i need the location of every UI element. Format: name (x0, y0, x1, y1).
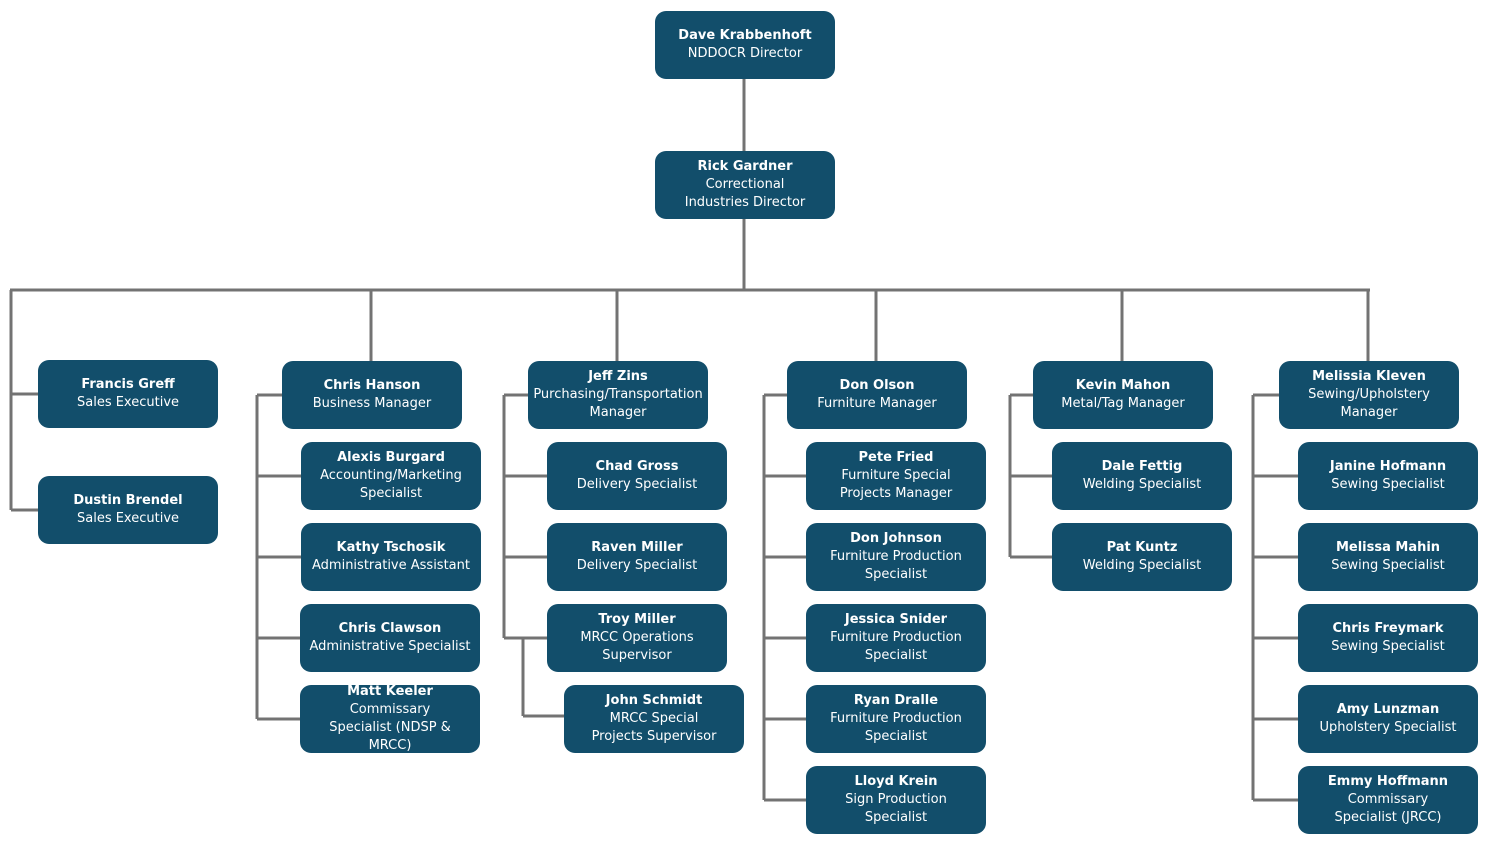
node-title: Furniture Production Specialist (830, 711, 962, 744)
node-name: Emmy Hoffmann (1327, 774, 1449, 789)
node-name: Kathy Tschosik (336, 540, 446, 555)
node-name: Chris Clawson (338, 621, 442, 636)
node-name: Janine Hofmann (1329, 459, 1447, 474)
node-title: Welding Specialist (1082, 477, 1202, 492)
node-sewing-staff: Melissa Mahin Sewing Specialist (1298, 523, 1478, 591)
node-title: Administrative Assistant (312, 558, 470, 573)
node-purchasing-staff: Raven Miller Delivery Specialist (547, 523, 727, 591)
node-title: Furniture Production Specialist (830, 630, 962, 663)
node-title: Metal/Tag Manager (1061, 396, 1185, 411)
node-name: Dave Krabbenhoft (678, 28, 812, 43)
node-business-staff: Chris Clawson Administrative Specialist (300, 604, 480, 672)
node-purchasing-sub: John Schmidt MRCC Special Projects Super… (564, 685, 744, 753)
node-title: Commissary Specialist (JRCC) (1334, 792, 1442, 825)
node-name: John Schmidt (605, 693, 703, 708)
node-title: Sales Executive (76, 395, 180, 410)
node-business-staff: Matt Keeler Commissary Specialist (NDSP … (300, 684, 480, 753)
node-sales-executive: Dustin Brendel Sales Executive (38, 476, 218, 544)
node-name: Jessica Snider (844, 612, 948, 627)
node-title: Welding Specialist (1082, 558, 1202, 573)
node-name: Chris Hanson (323, 378, 421, 393)
node-title: Sales Executive (76, 511, 180, 526)
node-name: Lloyd Krein (854, 774, 938, 789)
node-director-ci: Rick Gardner Correctional Industries Dir… (655, 151, 835, 219)
node-name: Kevin Mahon (1075, 378, 1171, 393)
node-name: Don Johnson (850, 531, 942, 546)
node-title: Sewing Specialist (1331, 558, 1445, 573)
node-name: Matt Keeler (347, 684, 433, 699)
node-sewing-staff: Janine Hofmann Sewing Specialist (1298, 442, 1478, 510)
node-name: Dustin Brendel (73, 493, 183, 508)
node-title: Administrative Specialist (309, 639, 471, 654)
node-business-staff: Kathy Tschosik Administrative Assistant (301, 523, 481, 591)
node-name: Rick Gardner (697, 159, 793, 174)
node-furniture-staff: Lloyd Krein Sign Production Specialist (806, 766, 986, 834)
node-title: Furniture Special Projects Manager (839, 468, 953, 501)
node-purchasing-staff: Chad Gross Delivery Specialist (547, 442, 727, 510)
node-name: Raven Miller (591, 540, 683, 555)
node-furniture-staff: Don Johnson Furniture Production Special… (806, 523, 986, 591)
node-title: Sewing Specialist (1331, 639, 1445, 654)
node-title: Delivery Specialist (576, 558, 698, 573)
node-furniture-staff: Jessica Snider Furniture Production Spec… (806, 604, 986, 672)
node-name: Pat Kuntz (1106, 540, 1178, 555)
node-name: Don Olson (839, 378, 915, 393)
node-name: Ryan Dralle (853, 693, 939, 708)
node-metal-staff: Pat Kuntz Welding Specialist (1052, 523, 1232, 591)
node-sewing-staff: Chris Freymark Sewing Specialist (1298, 604, 1478, 672)
node-title: MRCC Operations Supervisor (580, 630, 694, 663)
node-title: Furniture Production Specialist (830, 549, 962, 582)
node-metal-staff: Dale Fettig Welding Specialist (1052, 442, 1232, 510)
node-name: Melissia Kleven (1312, 369, 1426, 384)
node-furniture-staff: Ryan Dralle Furniture Production Special… (806, 685, 986, 753)
node-business-manager: Chris Hanson Business Manager (282, 361, 462, 429)
node-name: Pete Fried (858, 450, 934, 465)
node-business-staff: Alexis Burgard Accounting/Marketing Spec… (301, 442, 481, 510)
node-name: Chris Freymark (1332, 621, 1444, 636)
node-title: NDDOCR Director (687, 46, 803, 61)
node-name: Chad Gross (595, 459, 679, 474)
node-purchasing-manager: Jeff Zins Purchasing/Transportation Mana… (528, 361, 708, 429)
node-furniture-manager: Don Olson Furniture Manager (787, 361, 967, 429)
node-title: Commissary Specialist (NDSP & MRCC) (329, 702, 451, 753)
node-title: Correctional Industries Director (684, 177, 806, 210)
node-sales-executive: Francis Greff Sales Executive (38, 360, 218, 428)
node-name: Alexis Burgard (337, 450, 445, 465)
node-name: Amy Lunzman (1336, 702, 1440, 717)
node-sewing-staff: Amy Lunzman Upholstery Specialist (1298, 685, 1478, 753)
node-title: Sewing/Upholstery Manager (1308, 387, 1430, 420)
node-title: Delivery Specialist (576, 477, 698, 492)
node-name: Dale Fettig (1101, 459, 1183, 474)
node-director-nddocr: Dave Krabbenhoft NDDOCR Director (655, 11, 835, 79)
node-title: Sign Production Specialist (845, 792, 947, 825)
node-metal-manager: Kevin Mahon Metal/Tag Manager (1033, 361, 1213, 429)
node-title: Business Manager (312, 396, 432, 411)
node-title: Sewing Specialist (1331, 477, 1445, 492)
node-sewing-staff: Emmy Hoffmann Commissary Specialist (JRC… (1298, 766, 1478, 834)
node-title: Upholstery Specialist (1319, 720, 1457, 735)
node-name: Melissa Mahin (1335, 540, 1441, 555)
node-title: Purchasing/Transportation Manager (533, 387, 703, 420)
node-furniture-staff: Pete Fried Furniture Special Projects Ma… (806, 442, 986, 510)
node-title: Furniture Manager (817, 396, 937, 411)
node-title: MRCC Special Projects Supervisor (591, 711, 717, 744)
node-title: Accounting/Marketing Specialist (320, 468, 462, 501)
node-name: Troy Miller (598, 612, 676, 627)
node-name: Francis Greff (81, 377, 175, 392)
node-name: Jeff Zins (588, 369, 648, 384)
node-sewing-manager: Melissia Kleven Sewing/Upholstery Manage… (1279, 361, 1459, 429)
node-purchasing-staff: Troy Miller MRCC Operations Supervisor (547, 604, 727, 672)
